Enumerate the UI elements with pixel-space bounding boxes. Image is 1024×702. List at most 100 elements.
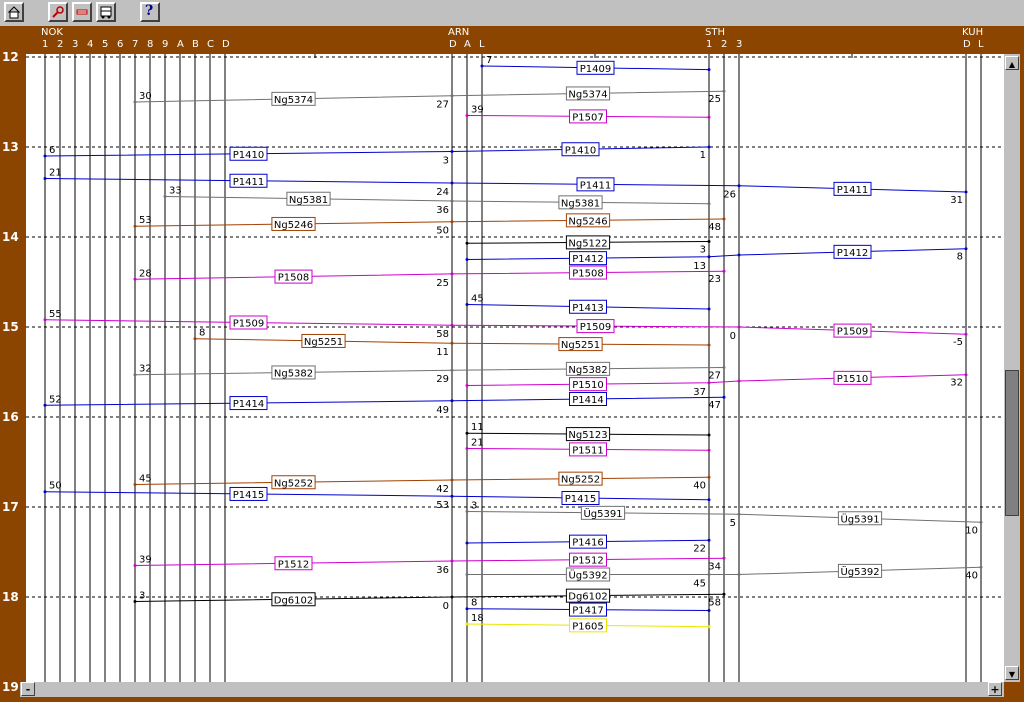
train-label-p1509: P1509: [580, 322, 611, 333]
train-label-box: [569, 442, 607, 457]
train-minute-label: 27: [708, 371, 721, 382]
train-label-ng5251: Ng5251: [561, 340, 600, 351]
train-minute-label: 27: [436, 100, 449, 111]
horizontal-scrollbar[interactable]: - +: [20, 682, 1004, 697]
train-minute-label: 31: [950, 195, 963, 206]
train-minute-label: 11: [471, 422, 484, 433]
train-stop-üg5391: [465, 510, 469, 513]
train-minute-label: 0: [443, 601, 449, 612]
train-label-ng5252: Ng5252: [274, 478, 313, 489]
zoom-button[interactable]: [48, 2, 68, 22]
train-stop-ng5252: [133, 483, 137, 486]
train-stop-p1415: [450, 494, 454, 498]
train-stop-p1410: [707, 145, 711, 149]
train-minute-label: 28: [139, 268, 152, 279]
train-stop-p1409: [707, 68, 711, 72]
train-label-p1410: P1410: [233, 150, 264, 161]
train-label-p1509: P1509: [837, 327, 868, 338]
scroll-right-button[interactable]: +: [988, 682, 1002, 696]
train-label-box: [837, 511, 883, 526]
train-label-box: [576, 319, 615, 334]
train-stop-ng5374: [450, 94, 454, 98]
help-button[interactable]: ?: [140, 2, 160, 22]
train-stop-ng5374: [133, 100, 137, 104]
train-minute-label: 18: [471, 613, 484, 624]
train-stop-p1507: [465, 114, 469, 117]
station-label-arn: ARN: [448, 27, 470, 38]
train-label-üg5392: Üg5392: [568, 569, 607, 582]
train-label-box: [558, 471, 603, 486]
train-minute-label: 55: [49, 309, 62, 320]
train-stop-p1417: [707, 609, 711, 612]
train-label-p1416: P1416: [572, 538, 603, 549]
train-label-box: [833, 181, 872, 196]
train-label-box: [837, 563, 883, 578]
train-label-box: [580, 505, 626, 520]
train-path-p1412: [466, 248, 967, 260]
home-button[interactable]: [4, 2, 24, 22]
train-stop-p1409: [480, 64, 484, 68]
train-label-ng5382: Ng5382: [274, 368, 313, 379]
train-label-box: [271, 592, 316, 607]
remove-button[interactable]: [72, 2, 92, 22]
train-stop-p1511: [465, 447, 469, 450]
train-path-ng5246: [134, 218, 725, 227]
train-stop-p1509: [964, 332, 968, 336]
train-minute-label: 40: [965, 570, 978, 581]
train-stop-ng5381: [450, 199, 454, 203]
train-path-p1410: [44, 146, 710, 157]
train-button[interactable]: [96, 2, 116, 22]
track-label-sth-2: 2: [721, 39, 728, 50]
vertical-scroll-thumb[interactable]: [1005, 370, 1019, 516]
train-stop-p1411: [964, 190, 968, 194]
train-label-box: [229, 146, 268, 161]
scroll-down-button[interactable]: ▼: [1005, 666, 1019, 680]
train-stop-p1511: [707, 448, 711, 452]
train-label-box: [569, 552, 607, 567]
train-stop-ng5122: [465, 241, 469, 245]
track-label-arn-d: D: [449, 39, 457, 50]
train-label-p1508: P1508: [278, 273, 309, 284]
scroll-up-icon: ▲: [1008, 60, 1016, 69]
train-label-p1414: P1414: [572, 395, 603, 406]
train-label-box: [565, 361, 611, 376]
train-stop-üg5391: [979, 520, 983, 524]
train-label-ng5251: Ng5251: [304, 337, 343, 348]
train-label-p1509: P1509: [233, 319, 264, 330]
train-label-ng5246: Ng5246: [568, 216, 607, 227]
train-label-box: [565, 235, 611, 250]
track-label-kuh-d: D: [963, 39, 971, 50]
train-stop-ng5252: [707, 475, 711, 479]
train-label-box: [271, 91, 316, 106]
train-minute-label: 8: [199, 328, 205, 339]
track-label-nok-5: 5: [102, 39, 109, 50]
train-minute-label: 39: [139, 555, 152, 566]
train-label-ng5122: Ng5122: [568, 238, 607, 249]
train-minute-label: 3: [471, 501, 477, 512]
train-label-box: [229, 173, 268, 188]
train-label-p1508: P1508: [572, 269, 603, 280]
train-label-ng5246: Ng5246: [274, 220, 313, 231]
train-minute-label: 42: [436, 484, 449, 495]
hour-label-19: 19: [2, 680, 19, 694]
train-stop-p1413: [707, 307, 711, 311]
train-label-box: [576, 60, 615, 75]
train-label-p1507: P1507: [572, 112, 603, 123]
train-stop-p1510: [707, 381, 711, 385]
vertical-scrollbar[interactable]: ▲ ▼: [1004, 54, 1020, 682]
train-stop-p1412: [964, 247, 968, 251]
train-stop-ng5382: [722, 366, 726, 369]
scroll-up-button[interactable]: ▲: [1005, 56, 1019, 70]
train-minute-label: 48: [708, 222, 721, 233]
train-label-box: [569, 251, 607, 266]
train-stop-p1509: [43, 318, 47, 322]
train-stop-üg5392: [707, 573, 711, 576]
train-minute-label: 25: [708, 94, 721, 105]
train-minute-label: 45: [693, 579, 706, 590]
train-stop-p1510: [737, 379, 741, 383]
train-label-p1510: P1510: [837, 374, 868, 385]
scroll-left-button[interactable]: -: [21, 682, 35, 696]
train-label-p1409: P1409: [580, 64, 611, 75]
train-label-üg5392: Üg5392: [840, 565, 879, 578]
